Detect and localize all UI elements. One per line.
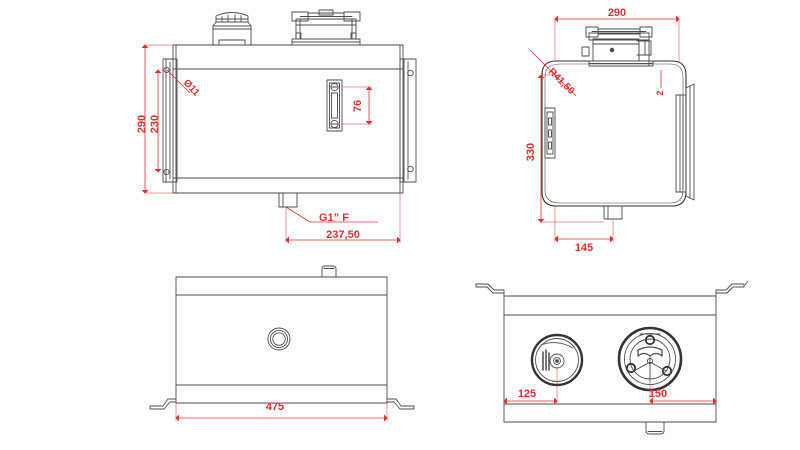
dim-330-label: 330	[525, 143, 537, 161]
mounting-bracket-right	[715, 283, 745, 297]
side-level-gauge	[544, 107, 556, 159]
rear-view	[149, 265, 415, 410]
rear-flange	[675, 83, 695, 201]
dim-2-label: 2	[655, 90, 665, 95]
dim-475-label: 475	[266, 401, 284, 413]
mounting-flange-right	[399, 58, 417, 183]
dim-g1-f-label: G1” F	[319, 212, 349, 224]
dim-237-50-label: 237,50	[326, 229, 360, 241]
return-filter-assembly	[581, 26, 654, 67]
tank-body-rear	[175, 276, 388, 404]
foot-bracket-right	[386, 398, 415, 410]
filler-breather-cap	[212, 12, 252, 46]
front-view	[162, 9, 417, 208]
foot-bracket-left	[149, 398, 177, 410]
dim-76-label: 76	[352, 100, 364, 112]
dim-145-label: 145	[575, 242, 593, 254]
tank-body-front	[172, 44, 404, 194]
dimension-lines	[141, 15, 717, 422]
mounting-flange-left	[162, 58, 178, 183]
tank-body-top	[503, 295, 717, 423]
mounting-bracket-left	[475, 283, 505, 297]
top-view	[475, 280, 749, 435]
side-view	[541, 26, 695, 220]
top-vent-stub	[321, 265, 337, 278]
dim-290-side-label: 290	[608, 7, 626, 19]
dim-125-label: 125	[518, 388, 536, 400]
drain-plug-boss	[267, 327, 291, 351]
return-filter-head	[291, 9, 361, 46]
dim-150-label: 150	[649, 388, 667, 400]
tank-body-side	[541, 60, 687, 207]
dim-230-label: 230	[149, 115, 161, 133]
sight-level-gauge	[326, 79, 343, 132]
dim-290-front-label: 290	[136, 115, 148, 133]
port-stub-bottom	[645, 421, 665, 435]
suction-port	[278, 192, 298, 208]
